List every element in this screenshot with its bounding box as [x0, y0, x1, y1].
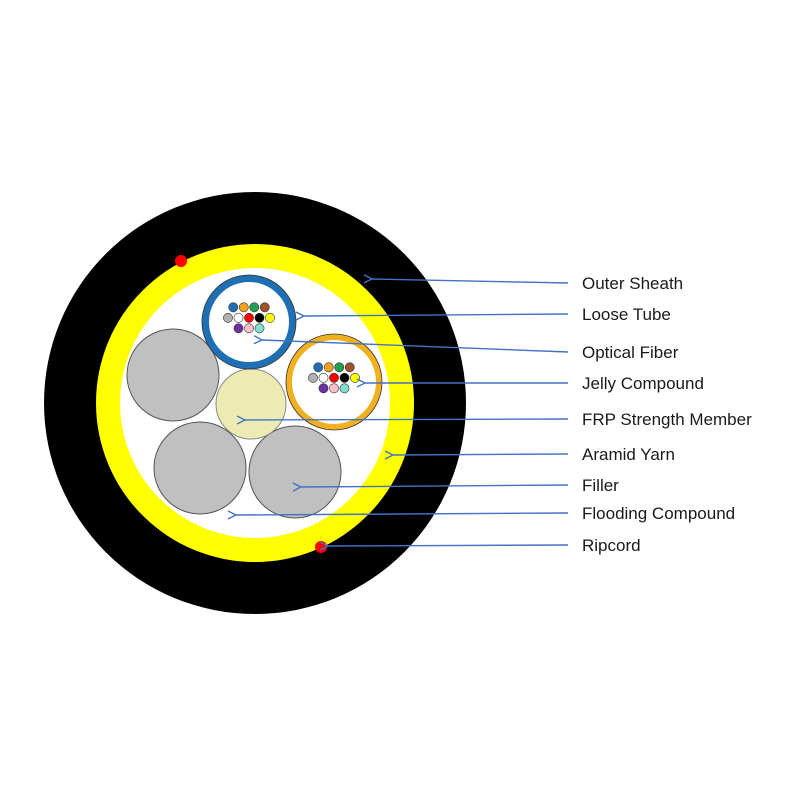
optical-fiber [329, 383, 339, 394]
filler-bottom-left [153, 421, 247, 515]
optical-fiber [223, 312, 233, 323]
optical-fiber [323, 362, 334, 373]
optical-fiber [318, 372, 329, 383]
optical-fiber [318, 383, 329, 394]
label-optical-fiber: Optical Fiber [582, 343, 679, 362]
label-loose-tube: Loose Tube [582, 305, 671, 324]
optical-fiber [254, 312, 265, 323]
ripcord-bottom [315, 541, 327, 553]
label-frp-strength-member: FRP Strength Member [582, 410, 752, 429]
label-jelly-compound: Jelly Compound [582, 374, 704, 393]
optical-fiber [265, 312, 275, 323]
loose-tube-orange [285, 333, 383, 431]
optical-fiber [254, 323, 265, 334]
optical-fiber [339, 372, 350, 383]
optical-fiber [233, 323, 244, 334]
leader-line [328, 545, 569, 546]
optical-fiber [308, 372, 318, 383]
label-ripcord: Ripcord [582, 536, 641, 555]
filler-top-left [126, 328, 220, 422]
leader-line [304, 314, 569, 316]
leader-line [301, 485, 569, 487]
optical-fiber [244, 323, 254, 334]
optical-fiber [249, 302, 260, 313]
ripcord-top [175, 255, 187, 267]
leader-line [372, 279, 569, 284]
optical-fiber [244, 312, 254, 323]
optical-fiber [329, 372, 339, 383]
label-flooding-compound: Flooding Compound [582, 504, 735, 523]
leader-line [262, 340, 569, 353]
label-filler: Filler [582, 476, 619, 495]
loose-tube-outline [285, 333, 383, 431]
optical-fiber [334, 362, 345, 373]
loose-tube-outline [201, 274, 297, 370]
label-outer-sheath: Outer Sheath [582, 274, 683, 293]
optical-fiber [233, 312, 244, 323]
optical-fiber [344, 362, 355, 373]
leader-line [393, 454, 569, 455]
optical-fiber [259, 302, 270, 313]
leader-line [236, 513, 569, 515]
leader-line [245, 419, 569, 420]
optical-fiber [313, 362, 324, 373]
frp-strength-member [215, 368, 287, 440]
filler-bottom-right [248, 425, 342, 519]
optical-fiber [228, 302, 239, 313]
optical-fiber [339, 383, 350, 394]
optical-fiber [238, 302, 249, 313]
loose-tube-blue [201, 274, 297, 370]
label-aramid-yarn: Aramid Yarn [582, 445, 675, 464]
leader-lines [236, 279, 569, 546]
optical-fiber [350, 372, 360, 383]
